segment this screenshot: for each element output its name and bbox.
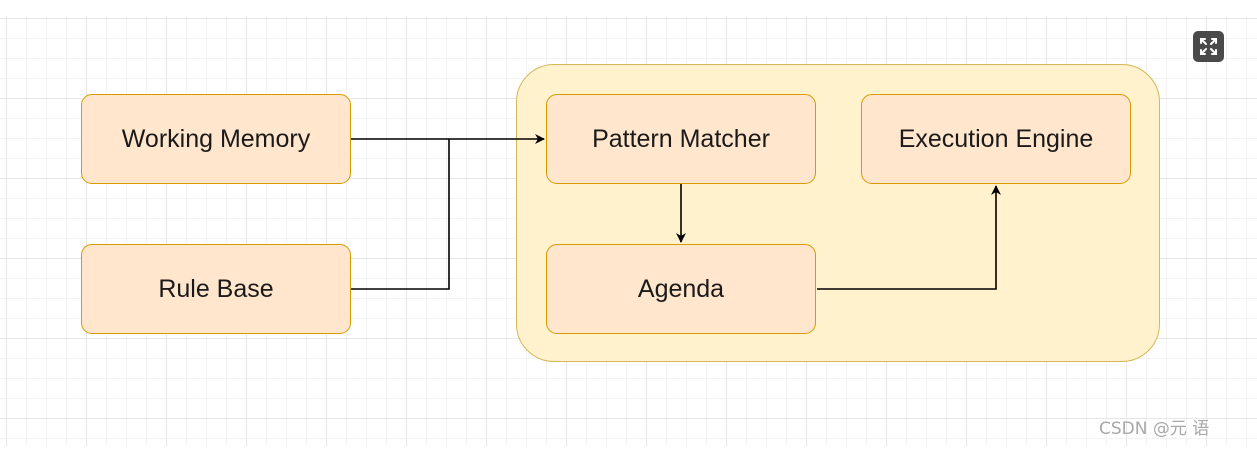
- watermark-text: CSDN @元 语: [1099, 419, 1210, 439]
- execution-engine-node: Execution Engine: [861, 94, 1131, 184]
- working-memory-node: Working Memory: [81, 94, 351, 184]
- agenda-node: Agenda: [546, 244, 816, 334]
- rule-base-node: Rule Base: [81, 244, 351, 334]
- expand-icon: [1200, 38, 1217, 55]
- expand-button[interactable]: [1193, 31, 1224, 62]
- pattern-matcher-node: Pattern Matcher: [546, 94, 816, 184]
